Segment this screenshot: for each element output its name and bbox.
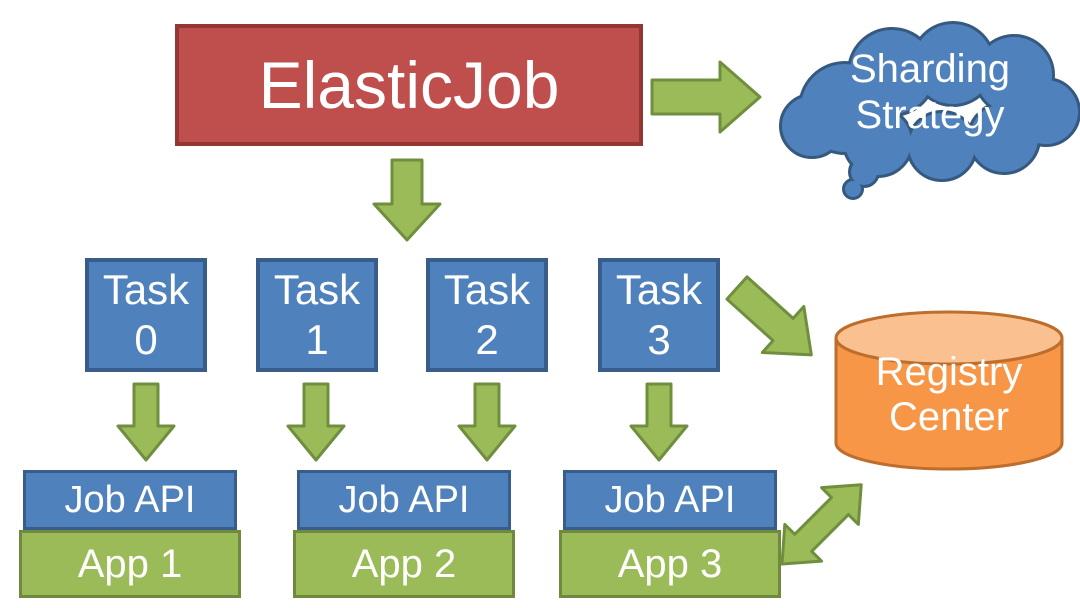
task-1-box: Task 1 bbox=[256, 258, 378, 372]
app-1-label: App 1 bbox=[77, 541, 183, 586]
double-arrow-registry-icon bbox=[780, 483, 863, 566]
app-3-box: App 3 bbox=[559, 530, 781, 598]
app-1-box: App 1 bbox=[19, 530, 241, 598]
sharding-cloud-shape bbox=[779, 21, 1080, 200]
down-arrow-task0-icon bbox=[116, 382, 176, 462]
sharding-strategy-line2: Strategy bbox=[855, 93, 1005, 137]
job-api-3-label: Job API bbox=[604, 478, 736, 521]
job-api-2-box: Job API bbox=[297, 470, 511, 530]
task-0-number: 0 bbox=[134, 316, 158, 363]
sharding-strategy-label: Sharding Strategy bbox=[792, 46, 1068, 138]
task-2-number: 2 bbox=[475, 316, 499, 363]
task-1-word: Task bbox=[273, 266, 361, 313]
task-2-word: Task bbox=[443, 266, 531, 313]
job-api-2-label: Job API bbox=[338, 478, 470, 521]
task-3-word: Task bbox=[615, 266, 703, 313]
diagonal-arrow-registry-icon bbox=[725, 275, 813, 357]
app-2-label: App 2 bbox=[351, 541, 457, 586]
down-arrow-task2-icon bbox=[457, 382, 517, 462]
registry-cylinder-shape bbox=[834, 310, 1064, 471]
registry-center-label: Registry Center bbox=[838, 350, 1060, 440]
job-api-1-label: Job API bbox=[64, 478, 196, 521]
down-arrow-icon bbox=[372, 158, 442, 242]
task-0-word: Task bbox=[102, 266, 190, 313]
elasticjob-box: ElasticJob bbox=[175, 24, 643, 146]
registry-line2: Center bbox=[888, 395, 1010, 439]
task-2-box: Task 2 bbox=[426, 258, 548, 372]
job-api-3-box: Job API bbox=[563, 470, 777, 530]
down-arrow-task3-icon bbox=[629, 382, 689, 462]
task-0-box: Task 0 bbox=[85, 258, 207, 372]
sharding-strategy-line1: Sharding bbox=[849, 47, 1011, 91]
down-arrow-task1-icon bbox=[286, 382, 346, 462]
app-3-label: App 3 bbox=[617, 541, 723, 586]
task-3-box: Task 3 bbox=[598, 258, 720, 372]
job-api-1-box: Job API bbox=[23, 470, 237, 530]
task-1-number: 1 bbox=[305, 316, 329, 363]
task-3-number: 3 bbox=[647, 316, 671, 363]
right-arrow-icon bbox=[650, 60, 762, 134]
registry-line1: Registry bbox=[875, 350, 1023, 394]
elasticjob-label: ElasticJob bbox=[258, 48, 560, 122]
app-2-box: App 2 bbox=[293, 530, 515, 598]
